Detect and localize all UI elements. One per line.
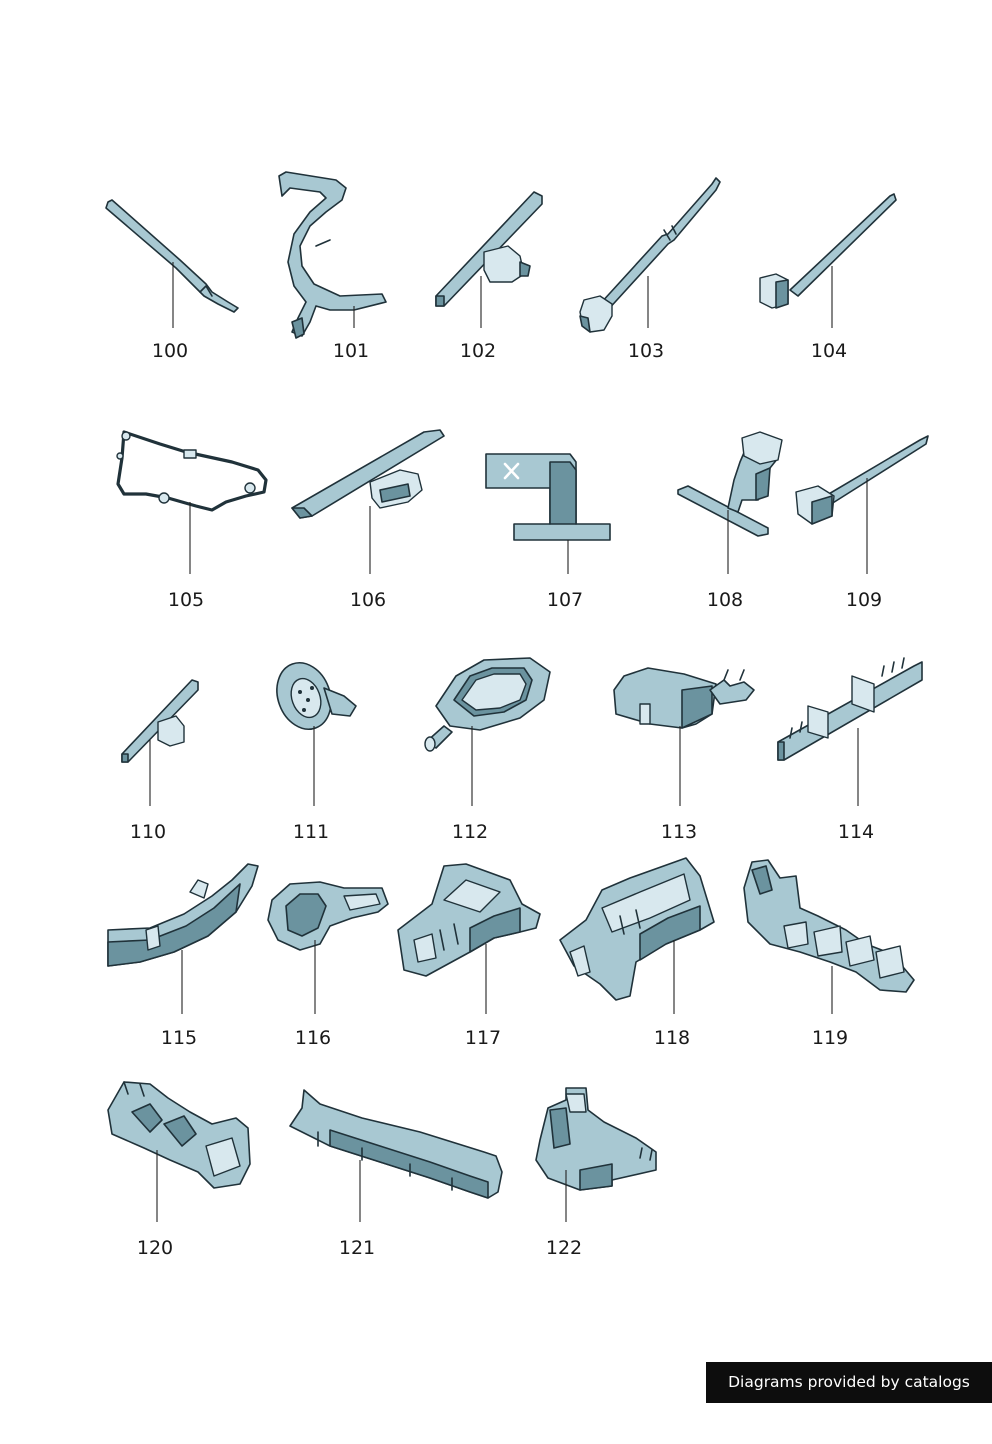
part-116-drawing: [267, 881, 389, 1014]
part-label-121: 121: [338, 1237, 376, 1259]
part-110-drawing: [121, 679, 199, 806]
part-106-drawing: [291, 429, 445, 574]
part-102-drawing: [435, 191, 543, 328]
part-label-106: 106: [349, 589, 387, 611]
part-115-drawing: [107, 863, 259, 1014]
part-108-drawing: [677, 431, 783, 574]
part-104-drawing: [759, 193, 897, 328]
part-109-drawing: [795, 435, 929, 574]
part-120-drawing: [107, 1081, 251, 1222]
part-117-drawing: [397, 863, 541, 1014]
part-103-drawing: [579, 177, 721, 333]
part-121-drawing: [289, 1089, 503, 1222]
part-100-drawing: [105, 199, 239, 328]
part-label-105: 105: [167, 589, 205, 611]
part-label-103: 103: [627, 340, 665, 362]
part-label-100: 100: [151, 340, 189, 362]
part-label-112: 112: [451, 821, 489, 843]
part-label-107: 107: [546, 589, 584, 611]
part-111-drawing: [276, 662, 357, 806]
part-label-120: 120: [136, 1237, 174, 1259]
part-107-drawing: [485, 453, 611, 574]
part-101-drawing: [278, 171, 387, 339]
part-label-101: 101: [332, 340, 370, 362]
part-label-108: 108: [706, 589, 744, 611]
part-label-111: 111: [292, 821, 330, 843]
part-105-drawing: [116, 430, 268, 574]
part-label-104: 104: [810, 340, 848, 362]
credit-banner: Diagrams provided by catalogs parts: [706, 1362, 992, 1432]
part-label-109: 109: [845, 589, 883, 611]
part-122-drawing: [535, 1087, 657, 1222]
part-119-drawing: [743, 859, 915, 1014]
part-118-drawing: [559, 857, 715, 1014]
part-114-drawing: [777, 657, 923, 806]
part-label-115: 115: [160, 1027, 198, 1049]
part-label-116: 116: [294, 1027, 332, 1049]
part-label-118: 118: [653, 1027, 691, 1049]
part-113-drawing: [613, 667, 755, 806]
part-112-drawing: [424, 657, 551, 806]
part-label-113: 113: [660, 821, 698, 843]
part-label-110: 110: [129, 821, 167, 843]
part-label-117: 117: [464, 1027, 502, 1049]
parts-diagram: [105, 171, 929, 1222]
part-label-119: 119: [811, 1027, 849, 1049]
part-label-122: 122: [545, 1237, 583, 1259]
part-label-102: 102: [459, 340, 497, 362]
part-label-114: 114: [837, 821, 875, 843]
